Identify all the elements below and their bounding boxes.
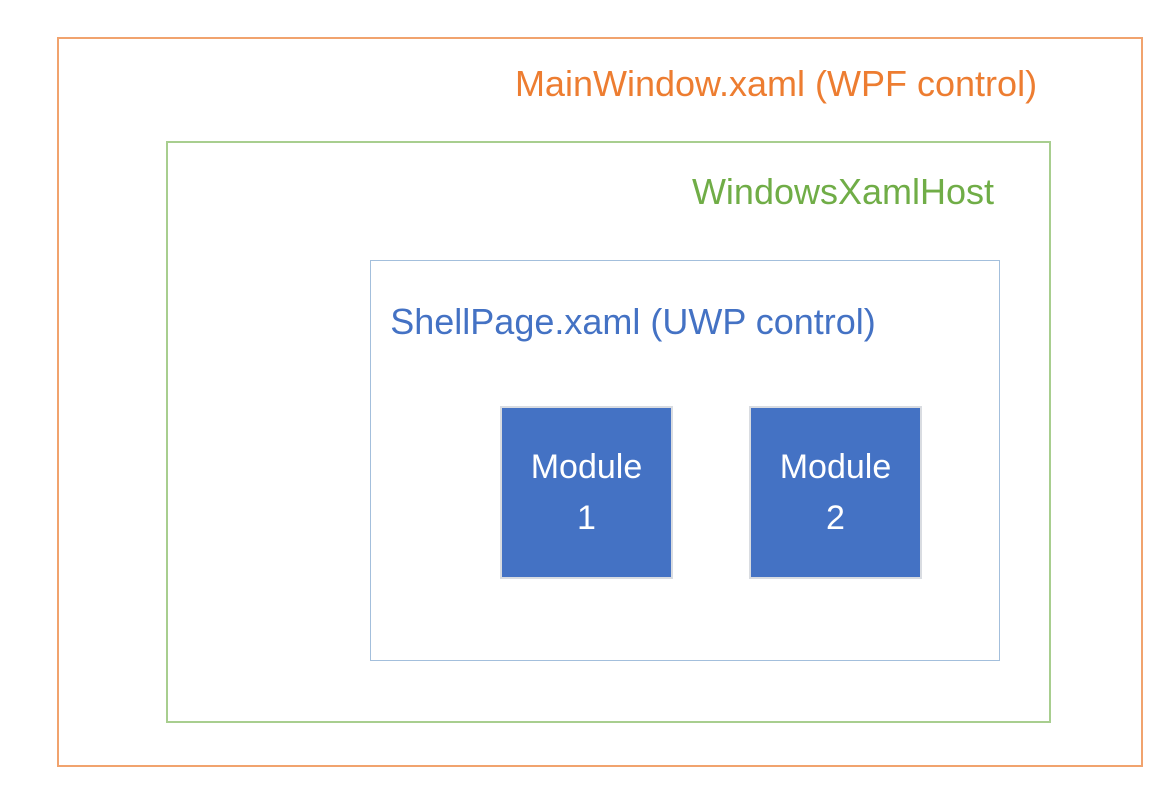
module-1-label-line2: 1 bbox=[577, 498, 596, 537]
mainwindow-wpf-box bbox=[57, 37, 1143, 767]
module-2-label-line1: Module bbox=[779, 447, 892, 486]
module-1-label-line1: Module bbox=[530, 447, 643, 486]
module-2-box: Module 2 bbox=[749, 406, 922, 579]
module-1-box: Module 1 bbox=[500, 406, 673, 579]
shellpage-uwp-box bbox=[370, 260, 1000, 661]
windows-xaml-host-label: WindowsXamlHost bbox=[691, 171, 995, 212]
shellpage-uwp-label: ShellPage.xaml (UWP control) bbox=[390, 301, 876, 342]
module-2-label-line2: 2 bbox=[826, 498, 845, 537]
mainwindow-wpf-label: MainWindow.xaml (WPF control) bbox=[514, 63, 1038, 104]
windows-xaml-host-box bbox=[166, 141, 1051, 723]
